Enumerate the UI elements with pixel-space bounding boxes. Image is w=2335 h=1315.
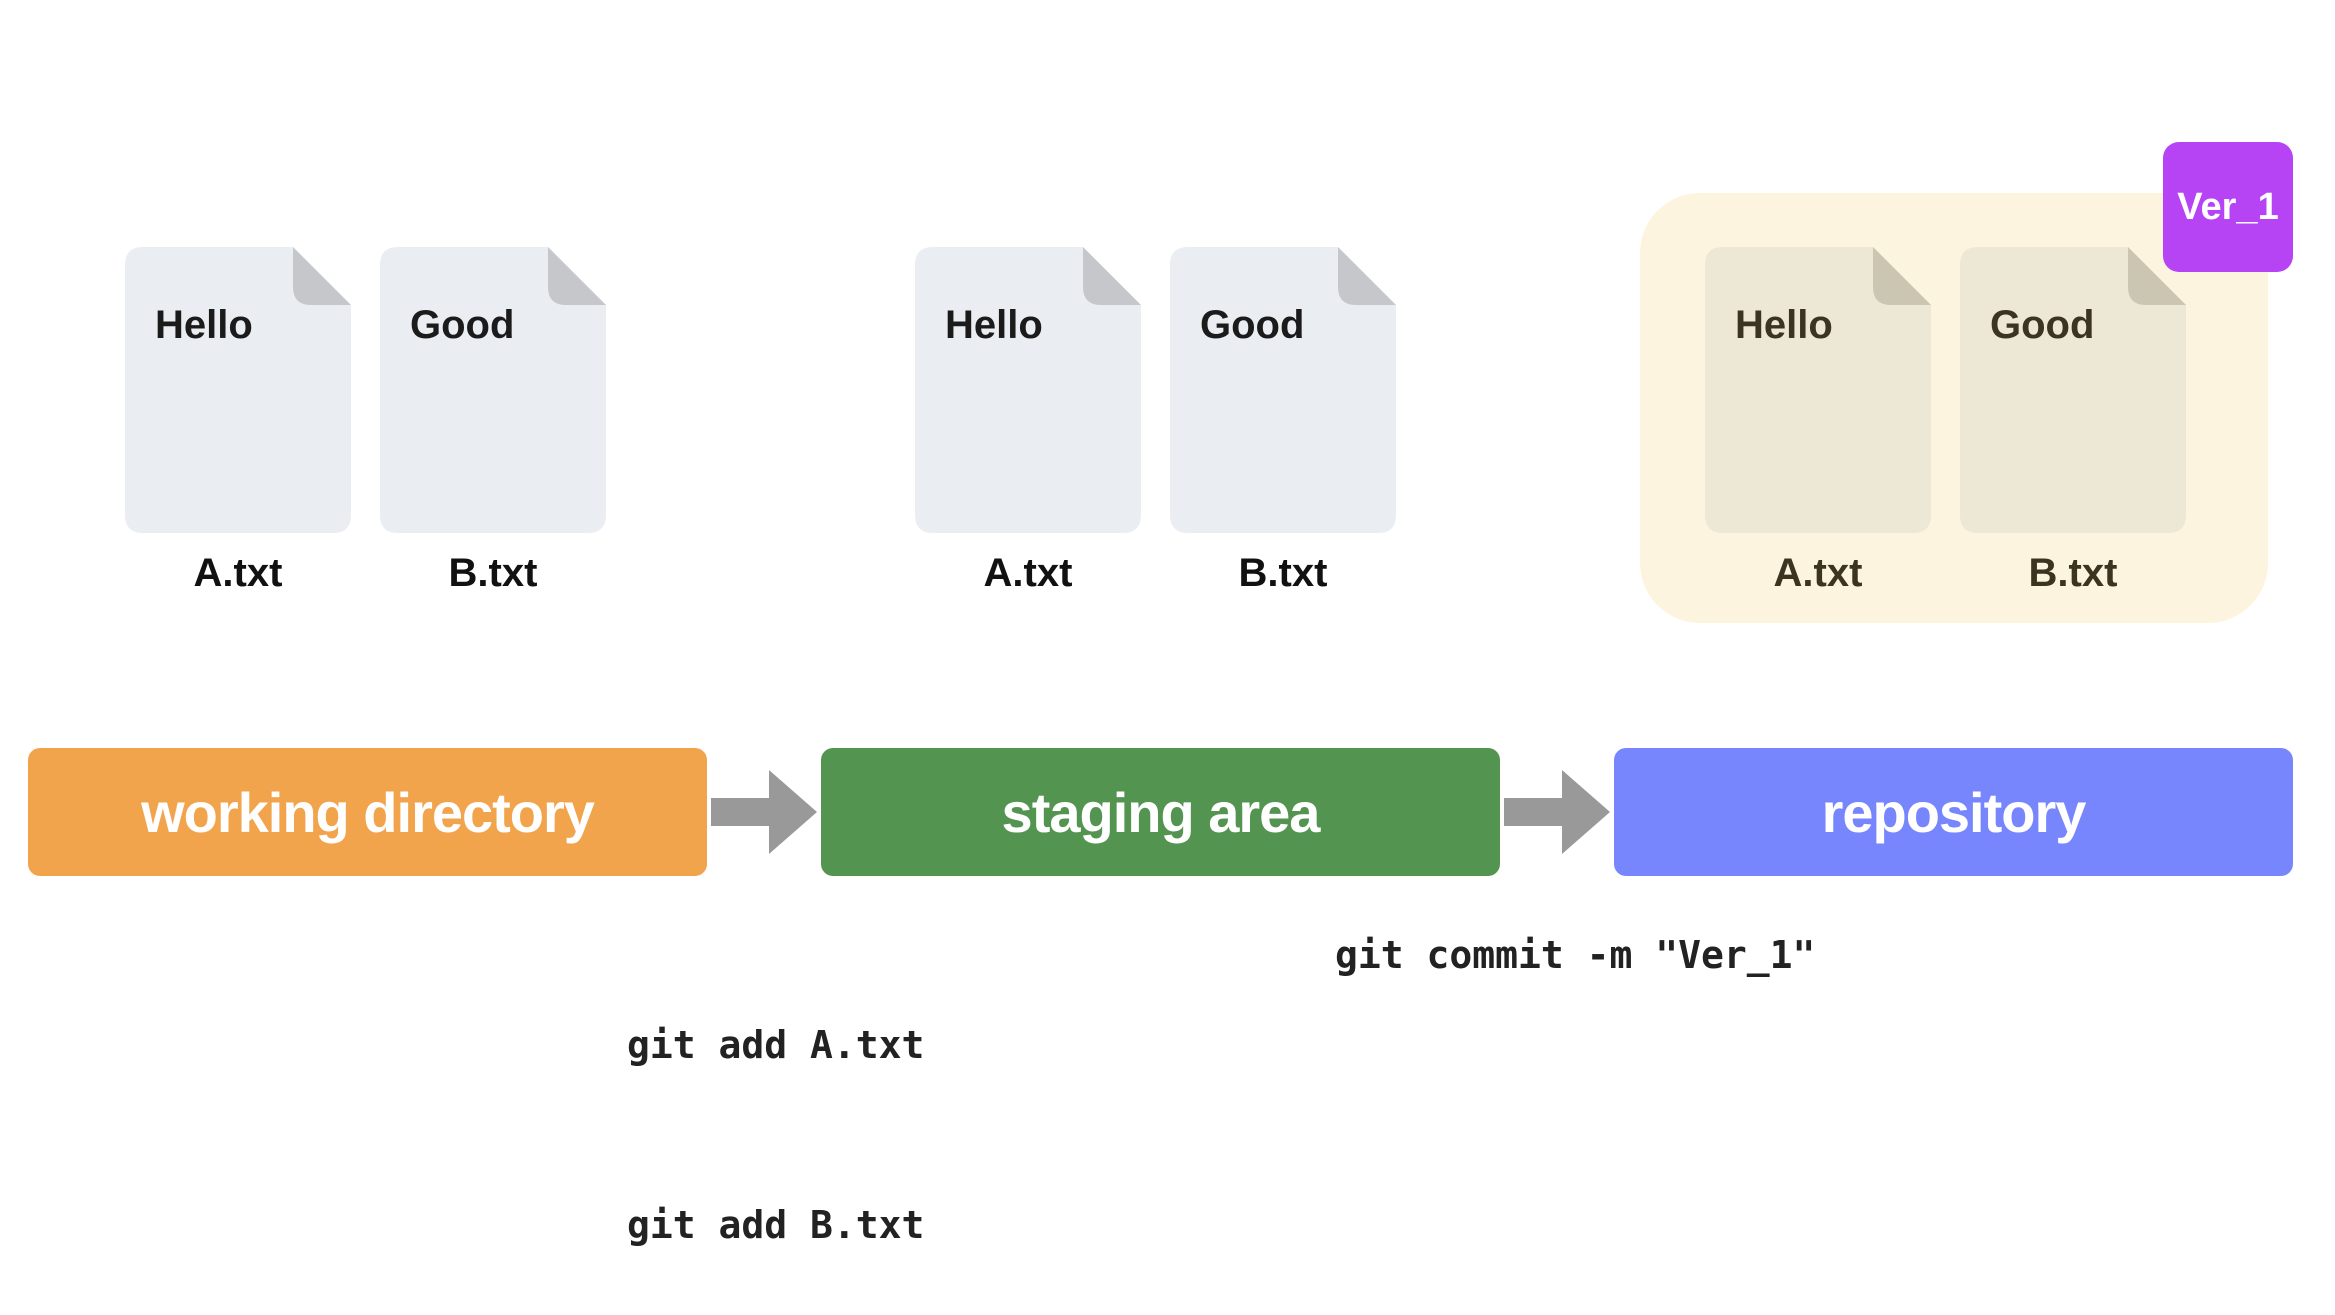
file-content: Good	[1200, 303, 1305, 347]
file-a-staging: Hello A.txt	[915, 247, 1141, 593]
document-icon	[125, 247, 351, 533]
document-icon	[1960, 247, 2186, 533]
file-a-repository: Hello A.txt	[1705, 247, 1931, 593]
stage-staging-area: staging area	[821, 748, 1500, 876]
file-content: Good	[410, 303, 515, 347]
version-badge: Ver_1	[2163, 142, 2293, 272]
file-name: A.txt	[983, 551, 1073, 595]
file-content: Hello	[1735, 303, 1833, 347]
file-name: A.txt	[1773, 551, 1863, 595]
git-add-command: git add A.txt git add B.txt	[627, 895, 924, 1315]
file-name: A.txt	[193, 551, 283, 595]
file-content: Hello	[945, 303, 1043, 347]
file-b-staging: Good B.txt	[1170, 247, 1396, 593]
stage-repository: repository	[1614, 748, 2293, 876]
file-content: Hello	[155, 303, 253, 347]
file-content: Good	[1990, 303, 2095, 347]
arrow-right-icon	[711, 770, 817, 854]
arrow-right-icon	[1504, 770, 1610, 854]
document-icon	[1705, 247, 1931, 533]
document-icon	[1170, 247, 1396, 533]
file-b-working: Good B.txt	[380, 247, 606, 593]
git-add-line: git add B.txt	[627, 1203, 925, 1247]
file-name: B.txt	[1238, 551, 1328, 595]
file-b-repository: Good B.txt	[1960, 247, 2186, 593]
file-a-working: Hello A.txt	[125, 247, 351, 593]
git-add-line: git add A.txt	[627, 1023, 925, 1067]
document-icon	[915, 247, 1141, 533]
file-name: B.txt	[448, 551, 538, 595]
git-commit-command: git commit -m "Ver_1"	[1335, 933, 1816, 977]
stage-working-directory: working directory	[28, 748, 707, 876]
file-name: B.txt	[2028, 551, 2118, 595]
document-icon	[380, 247, 606, 533]
